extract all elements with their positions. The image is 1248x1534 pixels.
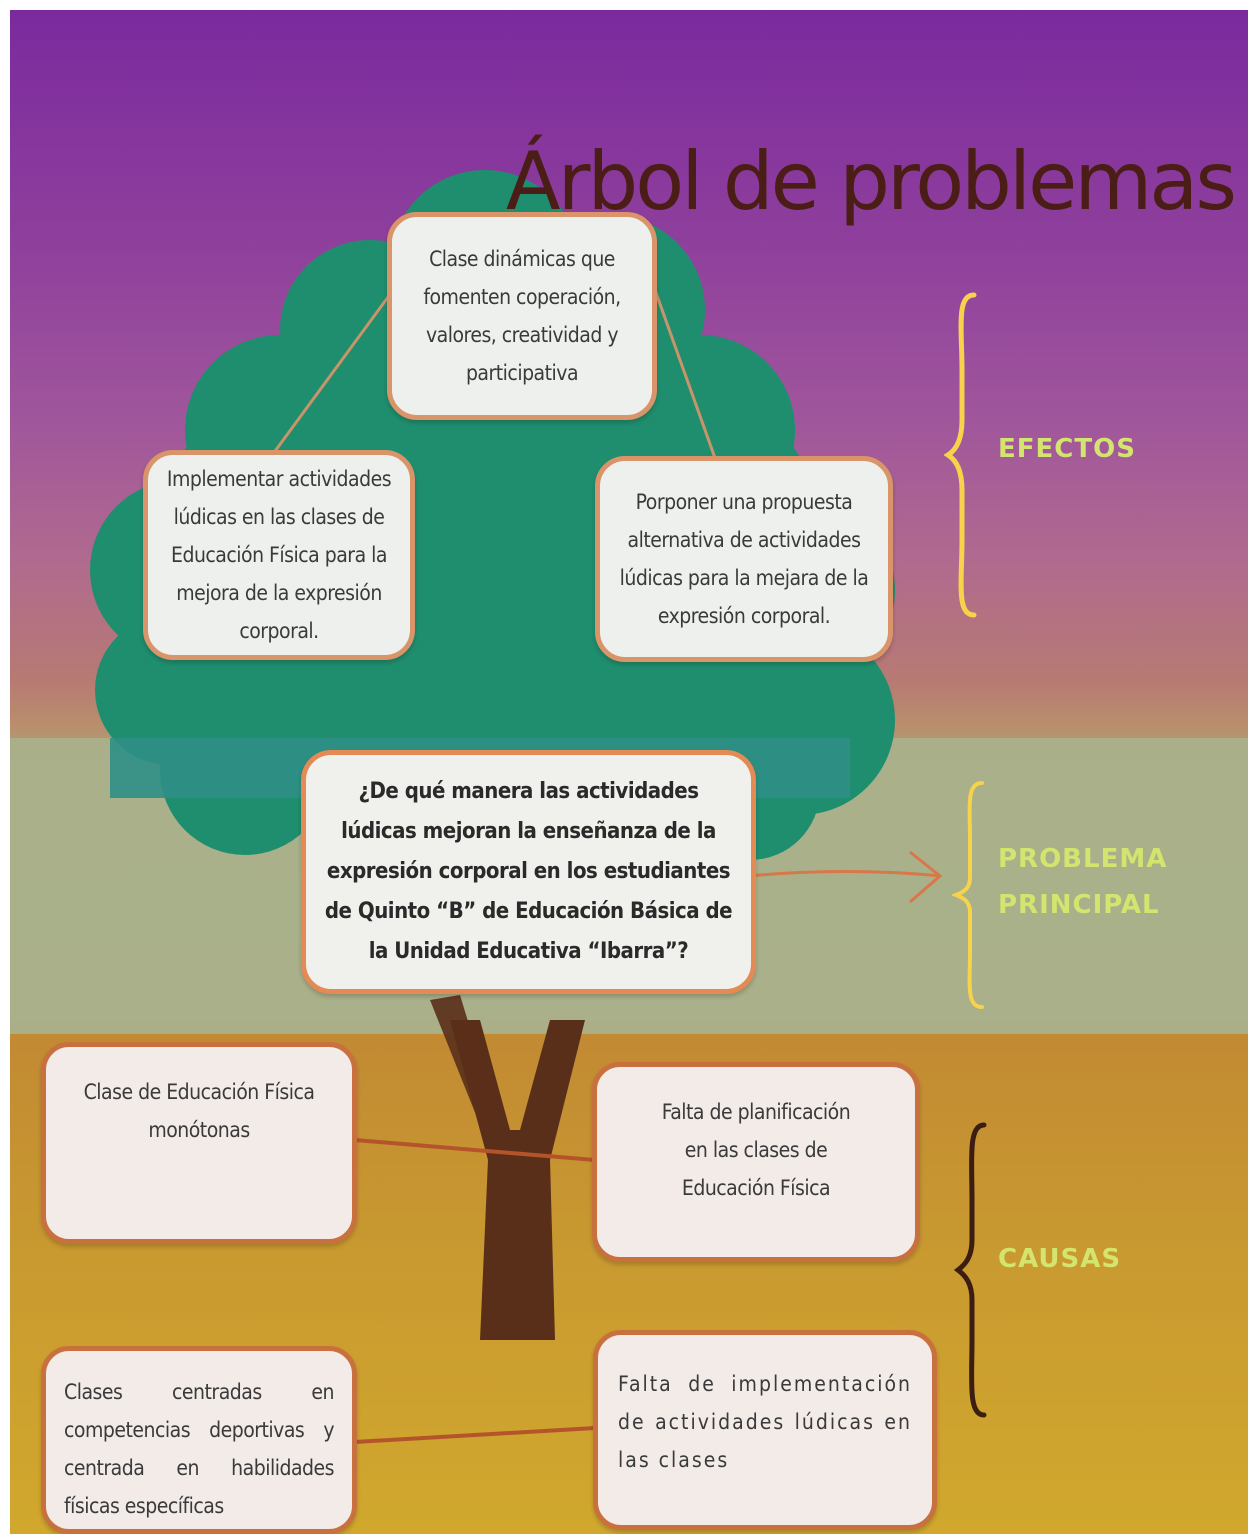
effect-box-left: Implementar actividades lúdicas en las c… bbox=[143, 450, 415, 660]
cause-text-bottom-right: Falta de implementación de actividades l… bbox=[618, 1372, 912, 1472]
cause-box-top-right: Falta de planificación en las clases de … bbox=[592, 1062, 920, 1262]
effects-connectors bbox=[268, 277, 717, 459]
cause-box-bottom-left: Clases centradas en competencias deporti… bbox=[41, 1346, 357, 1534]
label-principal: PRINCIPAL bbox=[998, 890, 1160, 920]
main-problem-text: ¿De qué manera las actividades lúdicas m… bbox=[324, 779, 733, 964]
problem-brace bbox=[952, 781, 984, 1009]
tree-trunk bbox=[430, 995, 585, 1340]
cause-text-top-left: Clase de Educación Física monótonas bbox=[83, 1080, 315, 1142]
effect-text-left: Implementar actividades lúdicas en las c… bbox=[166, 467, 392, 643]
problem-arrow bbox=[749, 850, 943, 904]
cause-text-top-right: Falta de planificación en las clases de … bbox=[661, 1100, 851, 1200]
causes-brace bbox=[954, 1122, 987, 1418]
causes-connectors bbox=[354, 1138, 596, 1444]
effect-box-right: Porponer una propuesta alternativa de ac… bbox=[595, 456, 893, 662]
label-causas: CAUSAS bbox=[998, 1244, 1122, 1274]
effect-text-top: Clase dinámicas que fomenten coperación,… bbox=[423, 247, 621, 385]
cause-text-bottom-left: Clases centradas en competencias deporti… bbox=[64, 1380, 335, 1518]
effects-brace bbox=[944, 292, 977, 618]
main-problem-box: ¿De qué manera las actividades lúdicas m… bbox=[301, 750, 756, 994]
label-efectos: EFECTOS bbox=[998, 434, 1136, 464]
diagram-canvas: Árbol de problemas EFECTOS PROBLEMA PRIN… bbox=[10, 10, 1248, 1534]
cause-box-bottom-right: Falta de implementación de actividades l… bbox=[593, 1330, 937, 1530]
cause-box-top-left: Clase de Educación Física monótonas bbox=[41, 1042, 357, 1244]
label-problema: PROBLEMA bbox=[998, 844, 1168, 874]
effect-box-top: Clase dinámicas que fomenten coperación,… bbox=[387, 212, 657, 420]
effect-text-right: Porponer una propuesta alternativa de ac… bbox=[619, 490, 869, 628]
